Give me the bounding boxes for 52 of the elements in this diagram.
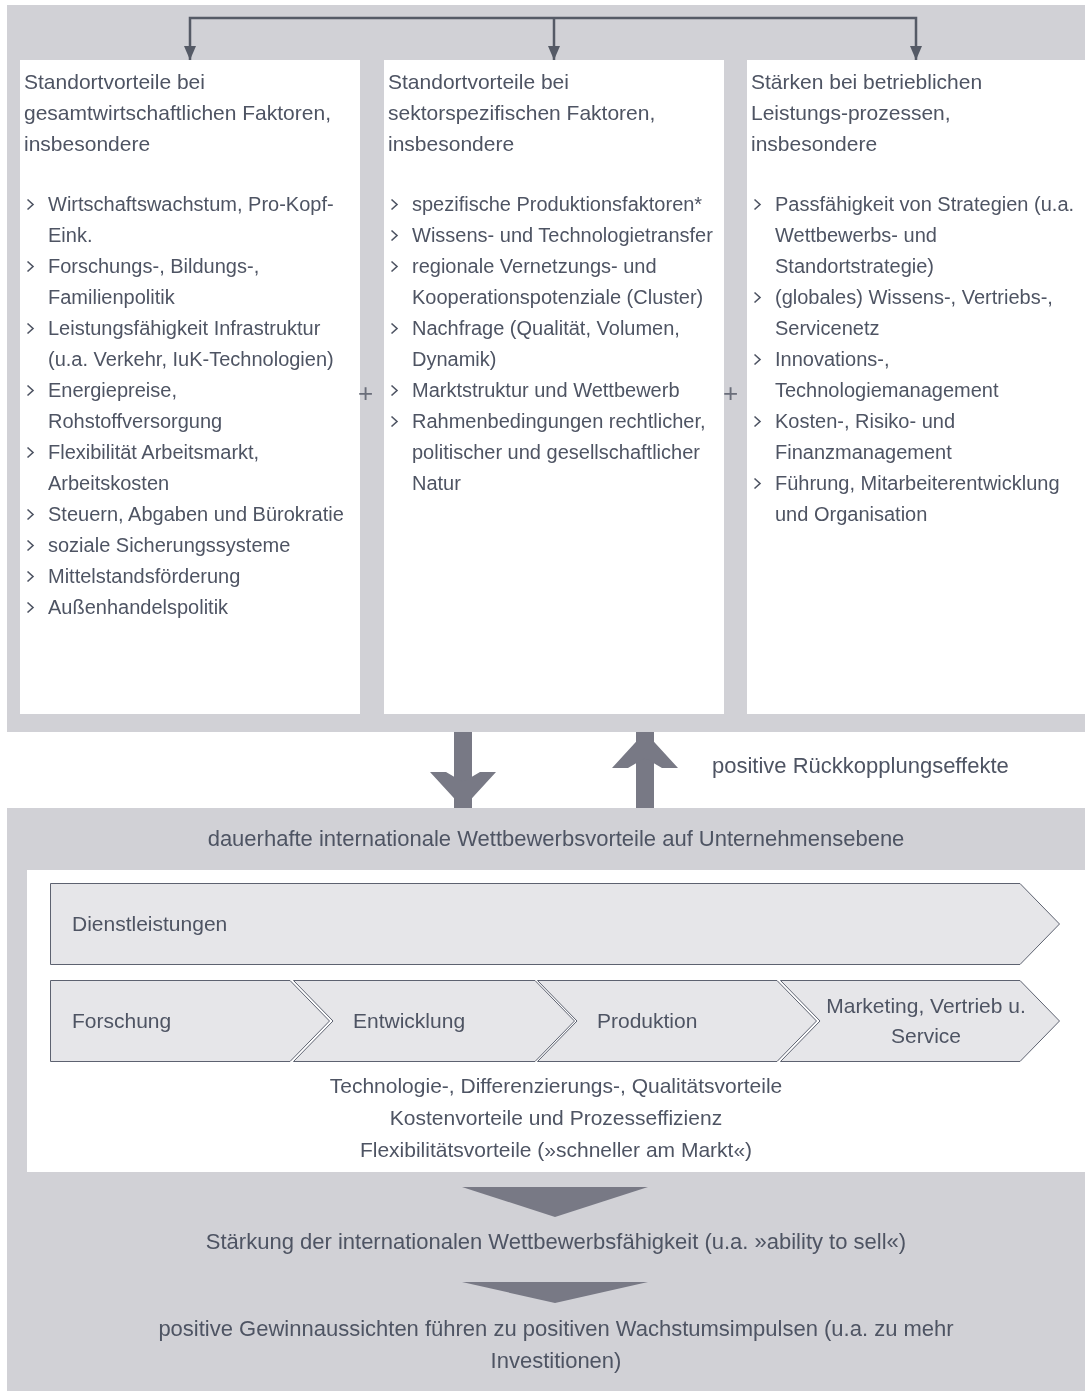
factor-card [20, 60, 360, 714]
arrow [554, 16, 922, 60]
process-step [50, 883, 1060, 965]
process-step [780, 980, 1060, 1062]
list-item: Marktstruktur und Wettbewerb [412, 378, 680, 403]
list-item: Flexibilität Arbeitsmarkt, Arbeitskosten [48, 440, 261, 496]
list-item: soziale Sicherungssysteme [48, 533, 291, 558]
list-item: Kosten-, Risiko- und Finanzmanagement [775, 409, 957, 465]
result-text: Stärkung der internationalen Wettbewerbsfähigkeit (u.a. »ability to sell«) [27, 1217, 1085, 1267]
list-item: Passfähigkeit von Strategien (u.a. Wettbewerbs- und Standortstrategie) [775, 192, 1076, 279]
wedge-arrow [462, 1187, 648, 1217]
list-item: Wissens- und Technologietransfer [412, 223, 713, 248]
process-step [537, 980, 817, 1062]
advantage-text: Flexibilitätsvorteile (»schneller am Markt«) [359, 1137, 753, 1163]
list-item: regionale Vernetzungs- und Kooperationspotenziale (Cluster) [412, 254, 705, 310]
value-chain-panel [27, 870, 1085, 1172]
list-item: spezifische Produktionsfaktoren* [412, 192, 703, 217]
result-text: positive Gewinnaussichten führen zu positiven Wachstumsimpulsen (u.a. zu mehr Investitionen) [27, 1303, 1085, 1386]
list-item: Forschungs-, Bildungs-, Familienpolitik [48, 254, 261, 310]
list-item: Mittelstandsförderung [48, 564, 241, 589]
list-item: Leistungsfähigkeit Infrastruktur (u.a. Verkehr, IuK-Technologien) [48, 316, 335, 372]
section-heading: dauerhafte internationale Wettbewerbsvorteile auf Unternehmensebene [27, 818, 1085, 860]
process-step [293, 980, 575, 1062]
stage-label: Entwicklung [353, 1008, 466, 1034]
arrow [184, 16, 554, 60]
list-item: Führung, Mitarbeiterentwicklung und Organisation [775, 471, 1061, 527]
stage-label: Dienstleistungen [72, 911, 228, 937]
panel-background [7, 808, 1085, 1391]
stage-label: Marketing, Vertrieb u. Service [825, 993, 1027, 1049]
list-item: Innovations-, Technologiemanagement [775, 347, 1000, 403]
factor-card [384, 60, 724, 714]
plus-sign: + [358, 378, 374, 408]
list-item: Wirtschaftswachstum, Pro-Kopf-Eink. [48, 192, 335, 248]
plus-sign: + [723, 378, 739, 408]
stage-label: Forschung [72, 1008, 172, 1034]
wedge-arrow [462, 1282, 648, 1303]
advantage-text: Kostenvorteile und Prozesseffizienz [389, 1105, 723, 1131]
stage-label: Produktion [597, 1008, 698, 1034]
list-item: Nachfrage (Qualität, Volumen, Dynamik) [412, 316, 681, 372]
panel-background [7, 5, 1085, 732]
advantage-text: Technologie-, Differenzierungs-, Qualitätsvorteile [329, 1073, 783, 1099]
list-item: Energiepreise, Rohstoffversorgung [48, 378, 224, 434]
list-item: (globales) Wissens-, Vertriebs-, Servicenetz [775, 285, 1054, 341]
list-item: Außenhandelspolitik [48, 595, 229, 620]
arrow [548, 16, 560, 60]
factor-card [747, 60, 1085, 714]
card-heading: Stärken bei betrieblichen Leistungs-prozessen, insbesondere [751, 69, 984, 157]
card-heading: Standortvorteile bei gesamtwirtschaftlichen Faktoren, insbesondere [24, 69, 332, 157]
list-item: Steuern, Abgaben und Bürokratie [48, 502, 344, 527]
list-item: Rahmenbedingungen rechtlicher, politischer und gesellschaftlicher Natur [412, 409, 707, 496]
card-heading: Standortvorteile bei sektorspezifischen Faktoren, insbesondere [388, 69, 657, 157]
process-step [50, 980, 330, 1062]
